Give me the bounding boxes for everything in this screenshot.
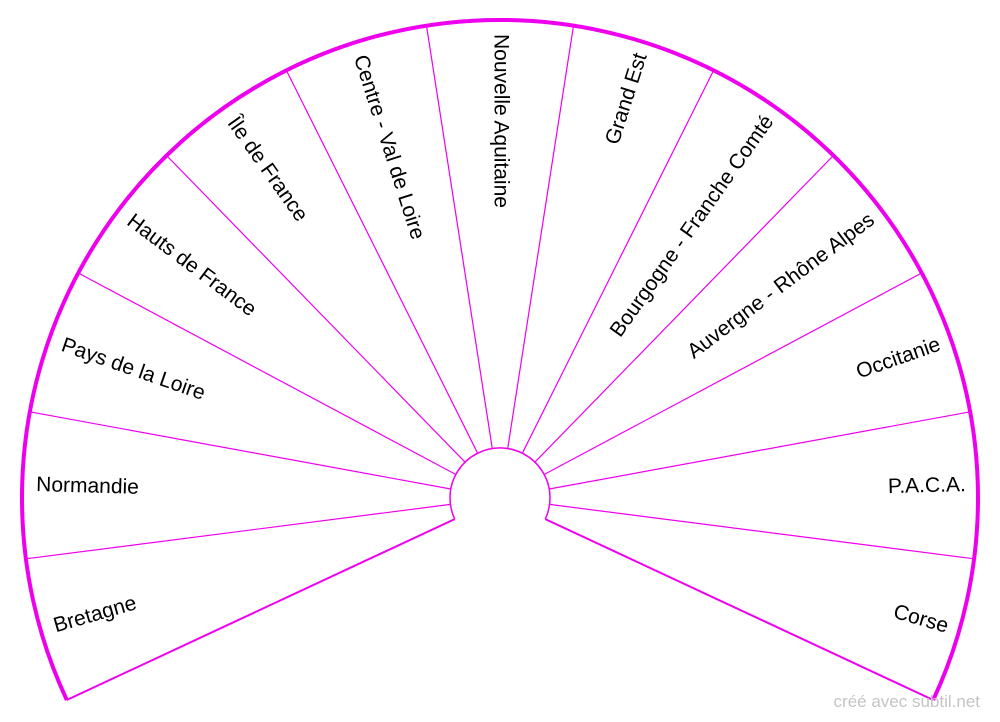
- inner-arc: [449, 447, 551, 520]
- segment-divider: [25, 503, 451, 560]
- segment-label: Hauts de France: [123, 209, 261, 321]
- segment-label: Normandie: [36, 473, 139, 499]
- segment-label: Nouvelle Aquitaine: [489, 34, 512, 208]
- segment-divider: [166, 155, 466, 463]
- segment-divider: [543, 272, 922, 476]
- segment-divider: [285, 70, 479, 454]
- segment-label: Pays de la Loire: [58, 333, 208, 404]
- segment-divider: [425, 25, 493, 449]
- outer-arc: [20, 17, 980, 701]
- segment-label: Île de France: [222, 112, 312, 226]
- segment-divider: [66, 518, 456, 701]
- segment-label: Centre - Val de Loire: [349, 52, 429, 242]
- segment-divider: [78, 272, 457, 476]
- segment-divider: [521, 70, 715, 454]
- segment-label: Corse: [891, 600, 951, 638]
- segment-divider: [534, 155, 834, 463]
- segment-divider: [544, 518, 934, 701]
- segment-label: Occitanie: [853, 333, 943, 384]
- segment-divider: [549, 503, 975, 560]
- segment-label: Grand Est: [601, 50, 652, 147]
- segment-divider: [507, 25, 575, 449]
- watermark: créé avec subtil.net: [833, 692, 980, 711]
- segment-divider: [549, 411, 971, 490]
- segment-label: P.A.C.A.: [888, 473, 966, 498]
- segment-divider: [29, 411, 451, 490]
- segment-label: Bretagne: [51, 591, 139, 637]
- segment-label: Auvergne - Rhône Alpes: [683, 208, 879, 363]
